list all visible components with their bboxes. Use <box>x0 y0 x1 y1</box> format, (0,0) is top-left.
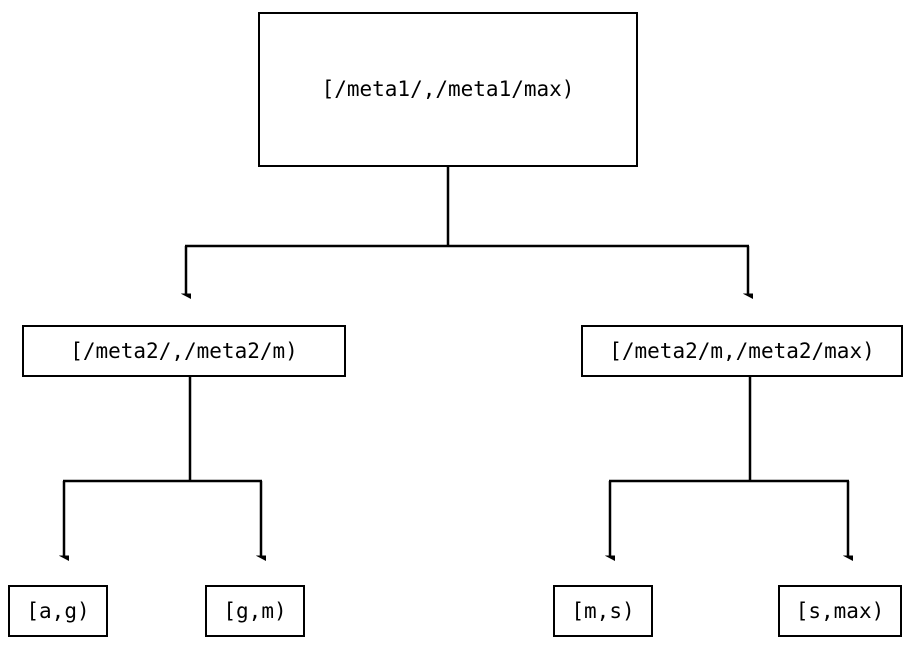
node-leaf-1-label: [a,g) <box>26 598 90 623</box>
node-leaf-3-label: [m,s) <box>571 598 635 623</box>
node-leaf-4[interactable]: [s,max) <box>778 585 902 637</box>
node-leaf-3[interactable]: [m,s) <box>553 585 653 637</box>
node-root-label: [/meta1/,/meta1/max) <box>321 77 575 101</box>
node-leaf-2[interactable]: [g,m) <box>205 585 305 637</box>
edge-mid-left-to-leaves <box>63 377 262 556</box>
node-mid-left-label: [/meta2/,/meta2/m) <box>70 338 298 363</box>
node-mid-left[interactable]: [/meta2/,/meta2/m) <box>22 325 346 377</box>
node-leaf-2-label: [g,m) <box>223 598 287 623</box>
node-leaf-4-label: [s,max) <box>795 598 885 623</box>
node-leaf-1[interactable]: [a,g) <box>8 585 108 637</box>
edge-root-to-mid <box>185 167 749 294</box>
node-root[interactable]: [/meta1/,/meta1/max) <box>258 12 638 167</box>
node-mid-right[interactable]: [/meta2/m,/meta2/max) <box>581 325 903 377</box>
node-mid-right-label: [/meta2/m,/meta2/max) <box>609 338 875 363</box>
edge-mid-right-to-leaves <box>609 377 849 556</box>
